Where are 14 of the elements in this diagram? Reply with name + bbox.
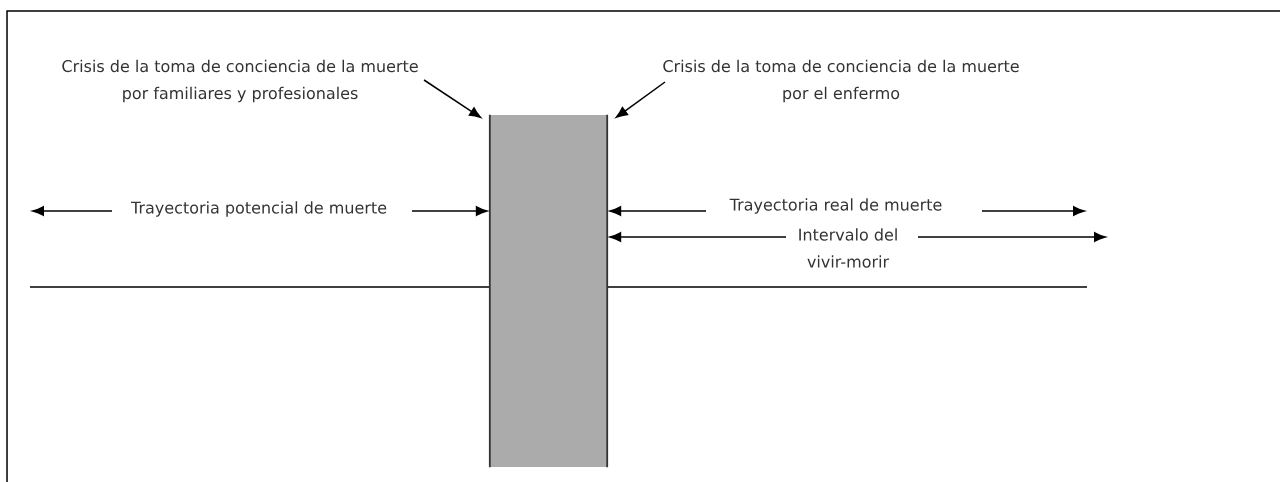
- label-text: Trayectoria real de muerte: [729, 198, 942, 214]
- arrow: [411, 206, 488, 216]
- label-text: Trayectoria potencial de muerte: [130, 201, 387, 217]
- arrow: [609, 232, 787, 242]
- label-text: Crisis de la toma de conciencia de la muerte por familiares y profesionales: [62, 59, 418, 103]
- arrow: [423, 79, 482, 118]
- arrow: [615, 81, 666, 118]
- arrow: [917, 232, 1106, 242]
- label-text: Crisis de la toma de conciencia de la muerte por el enfermo: [663, 59, 1019, 103]
- arrow: [32, 206, 113, 216]
- arrow: [609, 206, 707, 216]
- bar: [488, 113, 609, 469]
- arrow: [981, 206, 1085, 216]
- label-text: Intervalo del vivir-morir: [799, 228, 897, 268]
